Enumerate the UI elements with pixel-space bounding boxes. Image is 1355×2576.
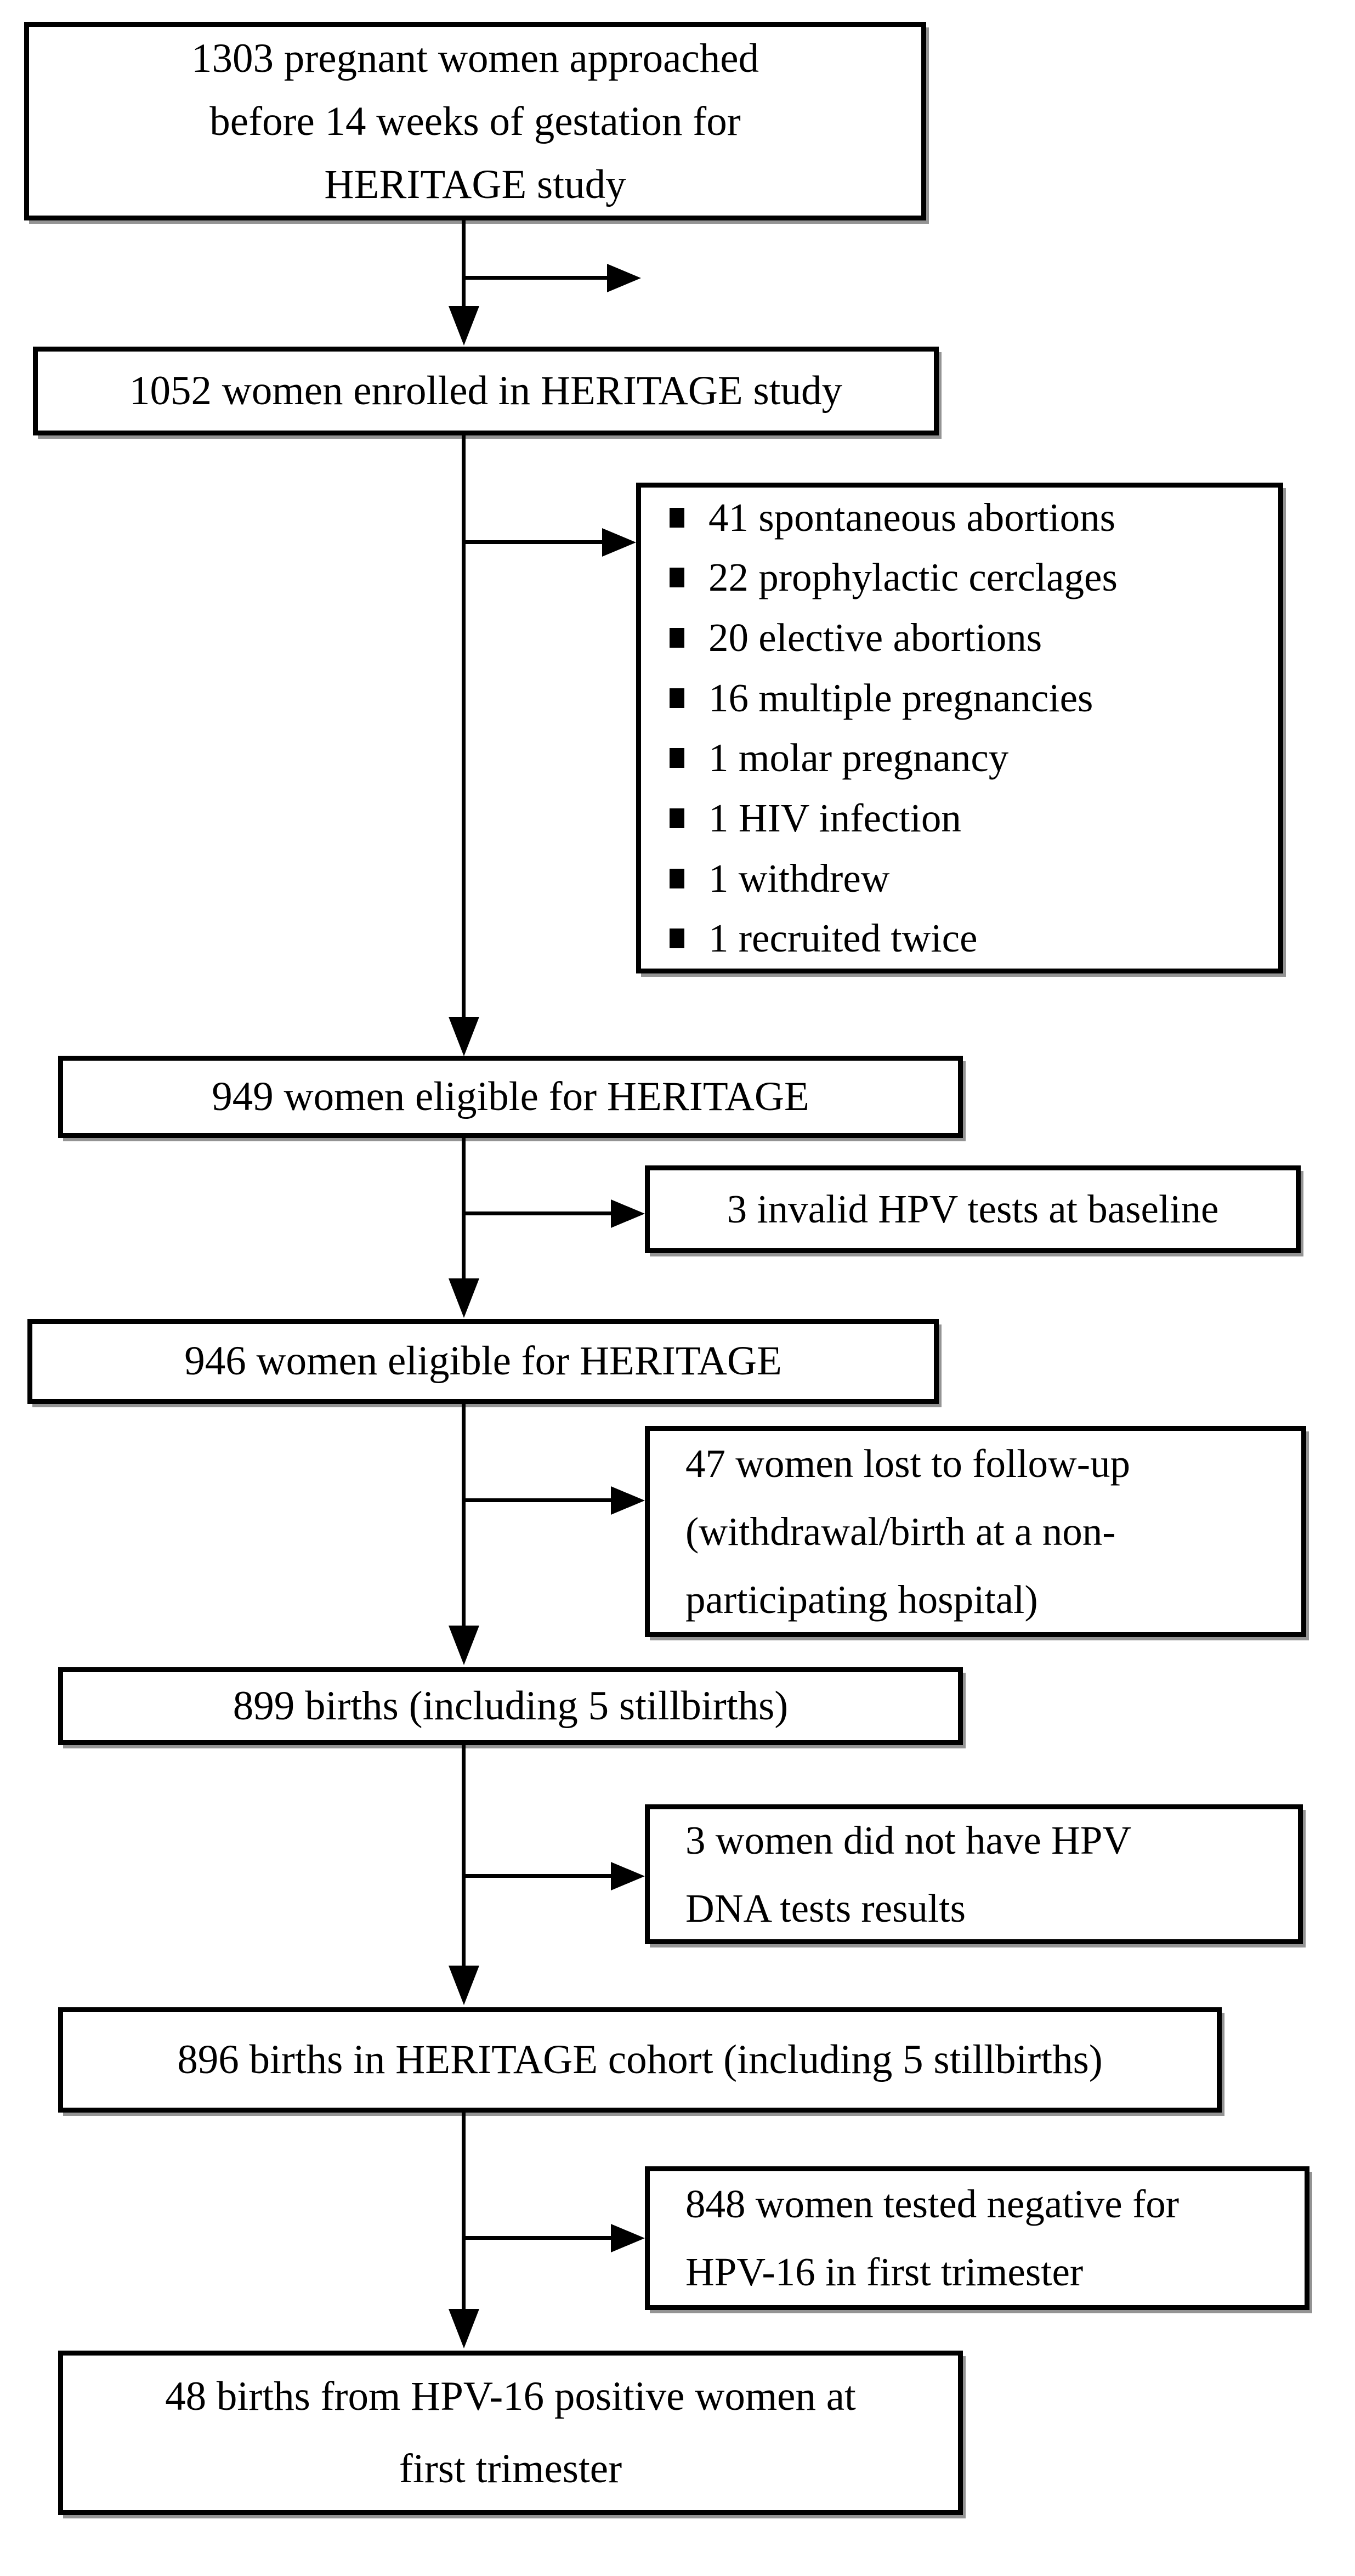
text-line: 3 invalid HPV tests at baseline bbox=[727, 1186, 1219, 1231]
exclusion-item: 1 HIV infection bbox=[670, 788, 1267, 848]
text-line: 946 women eligible for HERITAGE bbox=[184, 1338, 782, 1384]
arrow-right-icon bbox=[611, 1199, 645, 1228]
arrow-down-icon bbox=[449, 1626, 479, 1665]
flow-box-eligible-949: 949 women eligible for HERITAGE bbox=[58, 1056, 963, 1138]
branch-line-exclusions bbox=[463, 540, 603, 544]
branch-line-negative-848 bbox=[463, 2236, 612, 2240]
arrow-down-icon bbox=[449, 1278, 479, 1318]
connector-line-3 bbox=[462, 1138, 466, 1279]
bullet-square-icon bbox=[670, 748, 684, 768]
connector-line-1 bbox=[462, 219, 466, 307]
flow-box-no-hpv-results: 3 women did not have HPV DNA tests resul… bbox=[645, 1804, 1303, 1944]
connector-line-5 bbox=[462, 1745, 466, 1967]
arrow-down-icon bbox=[449, 2309, 479, 2348]
flow-box-exclusions: 41 spontaneous abortions 22 prophylactic… bbox=[636, 483, 1283, 973]
branch-line-lost-followup bbox=[463, 1498, 612, 1502]
arrow-right-icon bbox=[611, 2224, 645, 2252]
flow-box-negative-848: 848 women tested negative for HPV-16 in … bbox=[645, 2166, 1309, 2310]
exclusion-text: 20 elective abortions bbox=[708, 615, 1042, 660]
connector-line-6 bbox=[462, 2113, 466, 2310]
branch-line-no-hpv-results bbox=[463, 1874, 612, 1878]
text-line: first trimester bbox=[399, 2446, 622, 2492]
text-line: 848 women tested negative for bbox=[685, 2182, 1180, 2226]
text-line: 899 births (including 5 stillbirths) bbox=[233, 1683, 789, 1729]
flow-box-eligible-946: 946 women eligible for HERITAGE bbox=[27, 1319, 939, 1404]
text-line: (withdrawal/birth at a non- bbox=[685, 1509, 1116, 1554]
exclusion-text: 16 multiple pregnancies bbox=[708, 675, 1093, 720]
branch-line-invalid-tests bbox=[463, 1211, 612, 1215]
exclusion-item: 1 molar pregnancy bbox=[670, 728, 1267, 789]
text-line: HPV-16 in first trimester bbox=[685, 2250, 1084, 2294]
arrow-right-icon bbox=[611, 1862, 645, 1890]
exclusion-text: 1 withdrew bbox=[708, 856, 890, 901]
text-line: HERITAGE study bbox=[324, 161, 626, 207]
flow-box-invalid-tests: 3 invalid HPV tests at baseline bbox=[645, 1165, 1301, 1253]
text-line: 1303 pregnant women approached bbox=[191, 35, 759, 81]
exclusion-text: 41 spontaneous abortions bbox=[708, 495, 1116, 540]
text-line: 3 women did not have HPV bbox=[685, 1818, 1132, 1862]
connector-line-2 bbox=[462, 435, 466, 1018]
exclusion-item: 20 elective abortions bbox=[670, 608, 1267, 668]
bullet-square-icon bbox=[670, 808, 684, 828]
flow-box-births-899: 899 births (including 5 stillbirths) bbox=[58, 1667, 963, 1745]
text-line: 47 women lost to follow-up bbox=[685, 1441, 1131, 1486]
exclusion-item: 41 spontaneous abortions bbox=[670, 488, 1267, 548]
bullet-square-icon bbox=[670, 507, 684, 528]
text-line: 896 births in HERITAGE cohort (including… bbox=[177, 2036, 1103, 2082]
arrow-down-icon bbox=[449, 306, 479, 346]
branch-line-not-enrolled bbox=[463, 276, 607, 280]
exclusion-text: 22 prophylactic cerclages bbox=[708, 555, 1118, 600]
flow-box-births-896: 896 births in HERITAGE cohort (including… bbox=[58, 2007, 1222, 2113]
bullet-square-icon bbox=[670, 628, 684, 648]
arrow-right-icon bbox=[607, 264, 641, 292]
flow-box-approached: 1303 pregnant women approached before 14… bbox=[24, 22, 926, 220]
exclusion-item: 16 multiple pregnancies bbox=[670, 668, 1267, 728]
text-line: 949 women eligible for HERITAGE bbox=[212, 1073, 809, 1119]
text-line: 1052 women enrolled in HERITAGE study bbox=[129, 367, 843, 414]
arrow-down-icon bbox=[449, 1966, 479, 2005]
bullet-square-icon bbox=[670, 929, 684, 949]
text-line: 48 births from HPV-16 positive women at bbox=[165, 2374, 856, 2419]
exclusion-text: 1 molar pregnancy bbox=[708, 735, 1009, 780]
bullet-square-icon bbox=[670, 688, 684, 708]
exclusion-text: 1 recruited twice bbox=[708, 916, 978, 961]
arrow-right-icon bbox=[611, 1486, 645, 1515]
bullet-square-icon bbox=[670, 568, 684, 588]
flow-box-lost-followup: 47 women lost to follow-up (withdrawal/b… bbox=[645, 1426, 1306, 1637]
text-line: before 14 weeks of gestation for bbox=[209, 98, 741, 144]
exclusion-item: 1 recruited twice bbox=[670, 908, 1267, 969]
exclusion-item: 1 withdrew bbox=[670, 848, 1267, 909]
arrow-down-icon bbox=[449, 1017, 479, 1056]
flow-box-births-48: 48 births from HPV-16 positive women at … bbox=[58, 2351, 963, 2515]
flow-box-enrolled: 1052 women enrolled in HERITAGE study bbox=[33, 347, 939, 435]
exclusion-item: 22 prophylactic cerclages bbox=[670, 548, 1267, 608]
text-line: participating hospital) bbox=[685, 1577, 1038, 1622]
text-line: DNA tests results bbox=[685, 1886, 966, 1930]
exclusion-text: 1 HIV infection bbox=[708, 795, 961, 840]
arrow-right-icon bbox=[602, 528, 636, 557]
connector-line-4 bbox=[462, 1404, 466, 1627]
bullet-square-icon bbox=[670, 868, 684, 888]
